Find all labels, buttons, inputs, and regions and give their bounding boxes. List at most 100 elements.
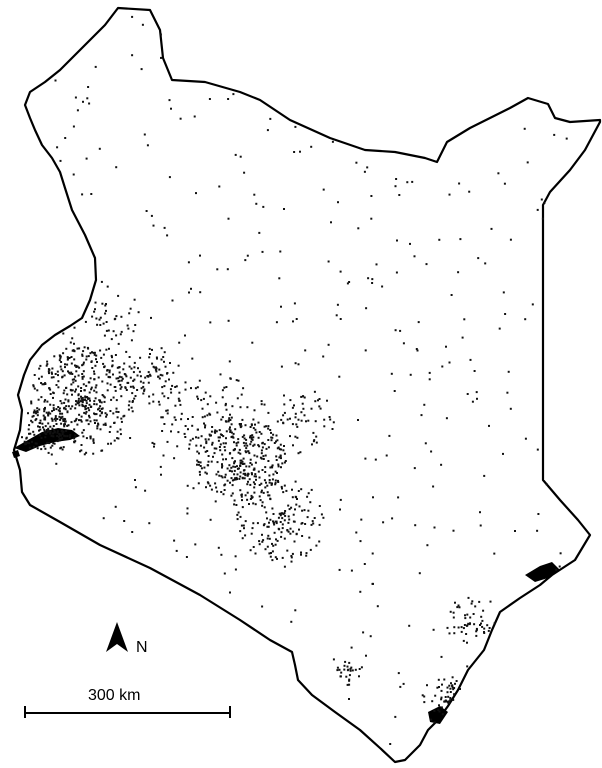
settlement-point xyxy=(219,433,222,436)
settlement-point xyxy=(155,366,157,369)
settlement-point xyxy=(269,429,272,431)
settlement-point xyxy=(79,400,82,403)
settlement-point xyxy=(217,546,220,549)
settlement-point xyxy=(258,540,261,543)
settlement-point xyxy=(406,181,409,184)
settlement-point xyxy=(91,351,93,354)
settlement-point xyxy=(33,409,36,412)
settlement-point xyxy=(293,302,296,305)
settlement-point xyxy=(156,357,158,360)
settlement-point xyxy=(211,443,214,446)
settlement-point xyxy=(56,418,59,420)
settlement-point xyxy=(269,555,272,558)
settlement-point xyxy=(172,371,175,374)
settlement-point xyxy=(277,463,280,466)
settlement-point xyxy=(88,414,90,417)
settlement-point xyxy=(452,616,455,619)
settlement-point xyxy=(468,190,471,193)
settlement-point xyxy=(174,418,177,421)
settlement-point xyxy=(251,496,254,499)
settlement-point xyxy=(320,513,323,516)
settlement-point xyxy=(238,423,241,425)
settlement-point xyxy=(372,496,374,499)
settlement-point xyxy=(123,362,126,365)
settlement-point xyxy=(114,386,117,388)
settlement-point xyxy=(244,534,247,537)
settlement-point xyxy=(234,478,237,481)
settlement-point xyxy=(251,473,253,476)
settlement-point xyxy=(40,382,43,384)
settlement-point xyxy=(95,358,97,361)
settlement-point xyxy=(216,411,219,414)
settlement-point xyxy=(142,381,145,384)
settlement-point xyxy=(26,441,29,444)
settlement-point xyxy=(108,347,110,350)
settlement-point xyxy=(93,400,96,403)
settlement-point xyxy=(205,442,208,445)
settlement-point xyxy=(87,423,90,426)
settlement-point xyxy=(260,452,263,455)
settlement-point xyxy=(148,522,151,525)
settlement-point xyxy=(219,449,222,452)
settlement-point xyxy=(94,301,97,304)
settlement-point xyxy=(67,370,69,373)
settlement-point xyxy=(168,378,170,381)
settlement-point xyxy=(349,667,352,670)
settlement-point xyxy=(167,397,170,400)
settlement-point xyxy=(41,422,44,425)
settlement-point xyxy=(170,107,172,110)
settlement-point xyxy=(112,396,115,399)
settlement-point xyxy=(471,400,474,403)
settlement-point xyxy=(258,495,261,498)
settlement-point xyxy=(209,484,212,487)
settlement-point xyxy=(214,500,217,503)
settlement-point xyxy=(239,464,241,467)
settlement-point xyxy=(234,465,237,468)
settlement-point xyxy=(290,560,293,563)
settlement-point xyxy=(74,403,77,406)
settlement-point xyxy=(293,404,295,407)
settlement-point xyxy=(89,377,92,380)
settlement-point xyxy=(233,499,236,502)
settlement-point xyxy=(184,436,187,438)
settlement-point xyxy=(125,375,128,378)
settlement-point xyxy=(145,210,148,212)
settlement-point xyxy=(388,434,391,437)
settlement-point xyxy=(180,412,183,415)
settlement-point xyxy=(89,406,92,408)
settlement-point xyxy=(114,354,117,356)
settlement-point xyxy=(150,316,152,319)
settlement-point xyxy=(330,221,332,224)
settlement-point xyxy=(157,400,160,403)
settlement-point xyxy=(394,715,397,718)
settlement-point xyxy=(391,517,394,520)
settlement-point xyxy=(105,413,108,416)
settlement-point xyxy=(271,550,274,553)
settlement-point xyxy=(271,507,274,510)
settlement-point xyxy=(457,271,460,274)
settlement-point xyxy=(106,285,109,288)
settlement-point xyxy=(283,484,286,487)
settlement-point xyxy=(545,483,548,486)
settlement-point xyxy=(415,348,418,350)
settlement-point xyxy=(269,498,272,501)
settlement-point xyxy=(112,373,114,376)
settlement-point xyxy=(59,159,62,162)
settlement-point xyxy=(174,404,177,407)
settlement-point xyxy=(232,432,235,435)
settlement-point xyxy=(93,310,96,313)
settlement-point xyxy=(134,395,137,397)
settlement-point xyxy=(229,481,231,484)
settlement-point xyxy=(413,255,416,258)
settlement-point xyxy=(129,437,132,439)
settlement-point xyxy=(289,399,292,402)
settlement-point xyxy=(103,400,106,403)
settlement-point xyxy=(208,98,211,100)
settlement-point xyxy=(68,357,71,359)
settlement-point xyxy=(436,686,439,689)
settlement-point xyxy=(261,469,264,471)
settlement-point xyxy=(252,522,255,525)
settlement-point xyxy=(189,439,192,442)
settlement-point xyxy=(218,436,221,439)
settlement-point xyxy=(229,377,232,380)
